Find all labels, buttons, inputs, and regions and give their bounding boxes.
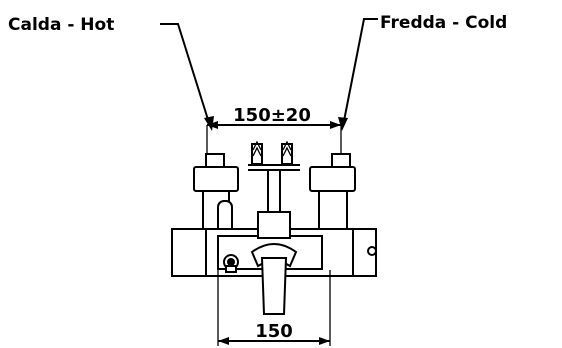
cold-leader-line: [342, 18, 378, 127]
top-dim-arrow-right: [330, 121, 341, 129]
top-dim-arrow-left: [207, 121, 218, 129]
hot-inlet-cap: [205, 153, 225, 169]
cold-inlet-nut: [309, 166, 356, 192]
anchor-ridges: [252, 140, 292, 157]
hot-label: Calda - Hot: [8, 15, 114, 35]
hot-side-nut-core: [227, 258, 235, 266]
hot-side-nut-base: [225, 265, 237, 273]
cold-leader-arrow: [338, 117, 348, 131]
cold-inlet-pipe: [318, 190, 348, 232]
cold-inlet-cap: [331, 153, 351, 169]
hot-leader-arrow: [204, 116, 214, 131]
bottom-dim-arrow-left: [218, 337, 229, 345]
cold-label: Fredda - Cold: [380, 13, 507, 33]
body-width-dimension: 150: [255, 321, 293, 342]
inlet-spacing-dimension: 150±20: [233, 105, 311, 126]
body-screw-right: [367, 246, 377, 256]
bottom-dim-arrow-right: [319, 337, 330, 345]
hot-inlet-nut: [193, 166, 239, 192]
hot-leader-line: [160, 23, 211, 127]
spout: [260, 257, 288, 315]
diverter-housing: [257, 211, 291, 239]
